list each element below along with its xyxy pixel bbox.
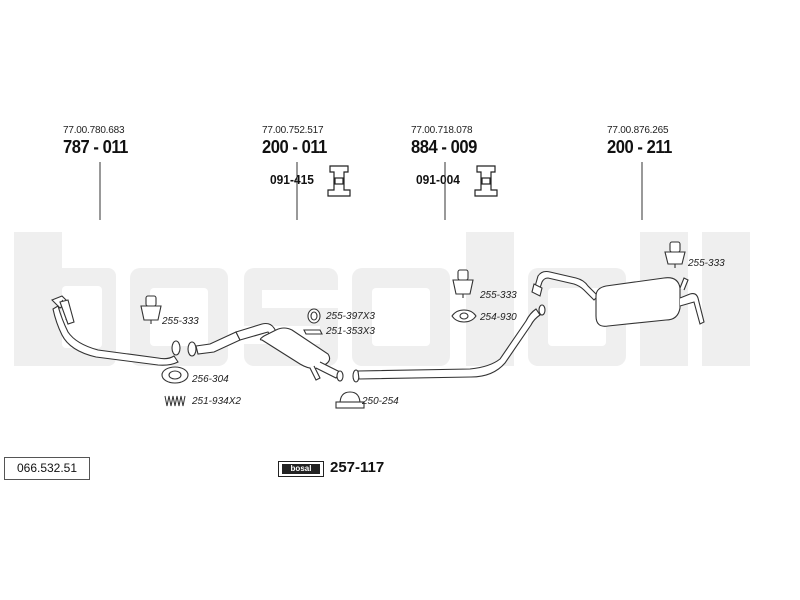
spring-icon xyxy=(164,395,186,407)
column-1-part-code: 787 - 011 xyxy=(63,137,128,157)
column-1-reference: 77.00.780.683 xyxy=(63,125,125,136)
part-label: 255-333 xyxy=(162,316,199,327)
clip-icon xyxy=(303,329,323,335)
part-label: 255-333 xyxy=(480,290,517,301)
bosal-logo: bosal xyxy=(278,461,324,477)
gasket-icon xyxy=(161,366,189,384)
part-label: 250-254 xyxy=(362,396,399,407)
part-label: 251-934X2 xyxy=(192,396,241,407)
column-2-part-code: 200 - 011 xyxy=(262,137,327,157)
column-3-bracket-code: 091-004 xyxy=(416,172,460,187)
front-pipe xyxy=(51,295,181,366)
column-3-part-code: 884 - 009 xyxy=(411,137,477,157)
fitting-kit-code: 257-117 xyxy=(330,459,385,476)
flange-gasket-icon xyxy=(451,309,477,323)
part-label: 256-304 xyxy=(192,374,229,385)
rubber-mount-icon xyxy=(452,269,474,298)
bracket-icon xyxy=(327,165,351,197)
part-label: 255-397X3 xyxy=(326,311,375,322)
rubber-mount-icon xyxy=(140,295,162,324)
connecting-pipe xyxy=(352,304,546,383)
bracket-icon xyxy=(474,165,498,197)
bosal-logo-text: bosal xyxy=(290,464,312,473)
clamp-ring-icon xyxy=(307,308,321,324)
rubber-mount-icon xyxy=(664,241,686,268)
column-3-reference: 77.00.718.078 xyxy=(411,125,473,136)
column-4-part-code: 200 - 211 xyxy=(607,137,672,157)
intermediate-silencer xyxy=(187,322,344,382)
part-label: 255-333 xyxy=(688,258,725,269)
part-label: 251-353X3 xyxy=(326,326,375,337)
part-label: 254-930 xyxy=(480,312,517,323)
rear-silencer xyxy=(531,270,705,327)
column-2-bracket-code: 091-415 xyxy=(270,172,314,187)
column-4-reference: 77.00.876.265 xyxy=(607,125,669,136)
u-clamp-icon xyxy=(335,391,365,409)
catalog-number: 066.532.51 xyxy=(4,457,90,480)
column-2-reference: 77.00.752.517 xyxy=(262,125,324,136)
